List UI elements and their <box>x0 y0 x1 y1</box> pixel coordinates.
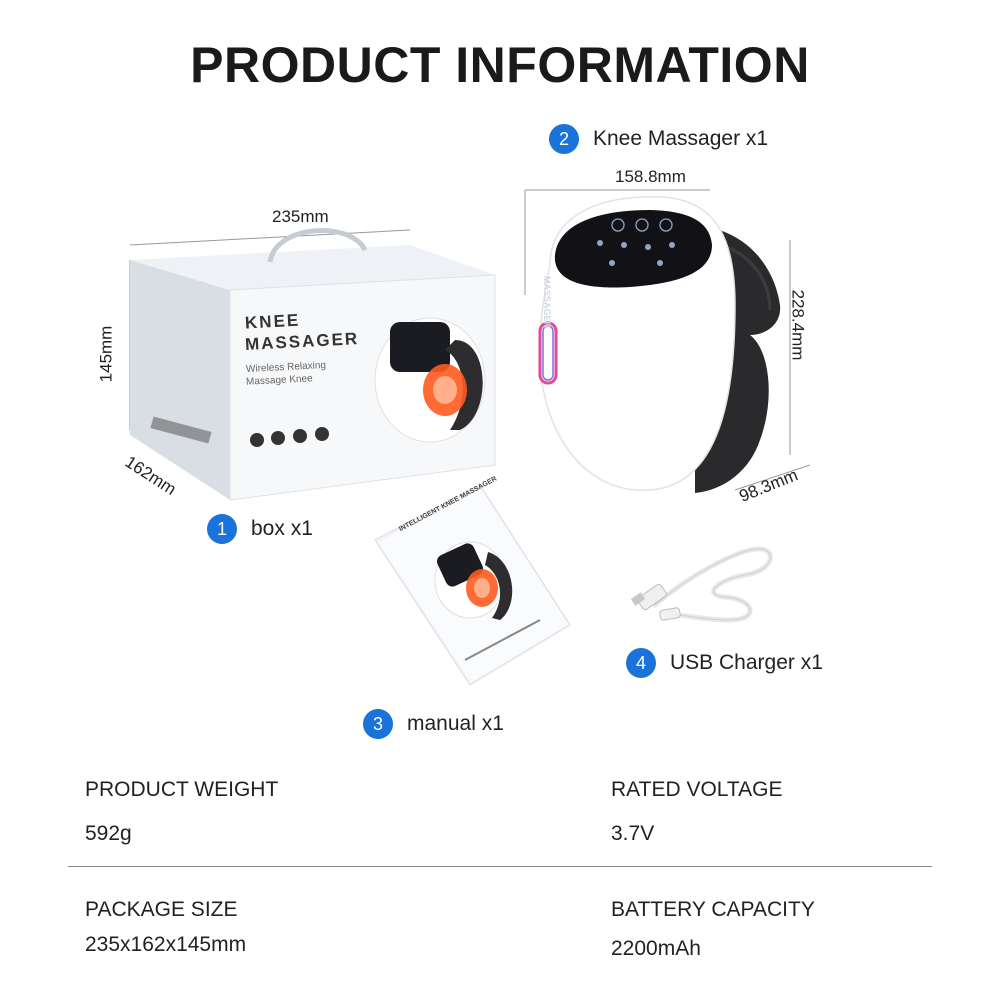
spec-weight-value: 592g <box>85 822 132 845</box>
spec-package-value: 235x162x145mm <box>85 933 247 956</box>
spec-voltage-label: RATED VOLTAGE <box>611 778 783 801</box>
box-title-line1: KNEE <box>244 310 301 333</box>
item-label: USB Charger x1 <box>670 651 823 674</box>
spec-package-label: PACKAGE SIZE <box>85 898 238 921</box>
device-print: MASSAGER <box>542 276 552 329</box>
spec-battery-label: BATTERY CAPACITY <box>611 898 815 921</box>
device-illustration <box>524 189 811 493</box>
spec-voltage-value: 3.7V <box>611 822 655 845</box>
item-label: box x1 <box>251 517 313 540</box>
item-label: Knee Massager x1 <box>593 127 769 150</box>
spec-weight-label: PRODUCT WEIGHT <box>85 778 279 801</box>
badge-number: 4 <box>626 648 656 678</box>
badge-number: 2 <box>549 124 579 154</box>
item-manual: 3 manual x1 <box>363 709 504 739</box>
page-title: PRODUCT INFORMATION <box>190 37 810 93</box>
badge-number: 1 <box>207 514 237 544</box>
usb-cable-illustration <box>630 546 773 623</box>
device-width-dim: 158.8mm <box>615 167 686 186</box>
box-height-dim: 145mm <box>96 325 116 383</box>
item-box: 1 box x1 <box>207 514 313 544</box>
box-width-dim: 235mm <box>272 207 329 226</box>
device-height-dim: 228.4mm <box>788 289 808 361</box>
box-illustration <box>129 228 496 501</box>
spec-battery-value: 2200mAh <box>611 937 701 960</box>
item-knee-massager: 2 Knee Massager x1 <box>549 124 768 154</box>
spec-divider <box>68 866 932 867</box>
manual-illustration <box>374 484 571 686</box>
badge-number: 3 <box>363 709 393 739</box>
item-label: manual x1 <box>407 712 504 735</box>
item-usb-charger: 4 USB Charger x1 <box>626 648 823 678</box>
